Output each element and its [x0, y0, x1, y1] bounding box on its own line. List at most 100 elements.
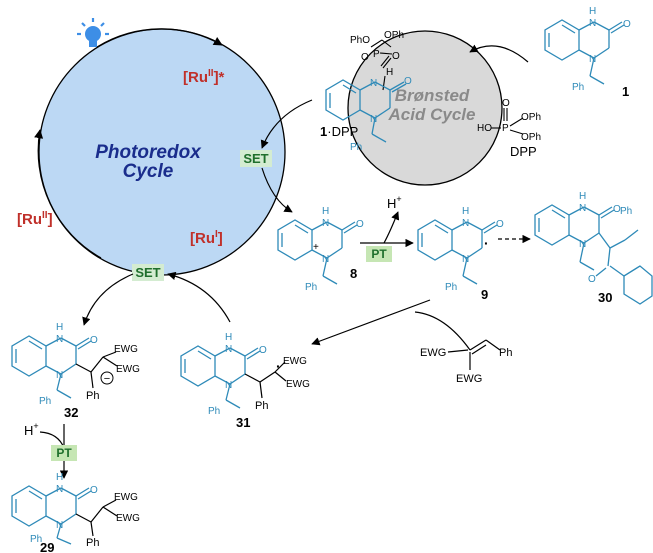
c30-h-label: H — [579, 191, 586, 202]
complex-n2-label: N — [370, 114, 377, 125]
set-badge-lower: SET — [132, 264, 164, 281]
dpp-free-oph2-label: OPh — [521, 132, 541, 143]
bronsted-label-line1: Brønsted — [395, 86, 470, 105]
label-compound-8: 8 — [350, 266, 357, 281]
complex-o-label: O — [404, 76, 412, 87]
c32-phenyl-label: Ph — [86, 390, 99, 402]
c30-o-label: O — [613, 204, 621, 215]
c31-ewg1-label: EWG — [283, 356, 307, 367]
photoredox-label-line2: Cycle — [123, 161, 174, 182]
c32-o-label: O — [90, 335, 98, 346]
alkene-ewg1-label: EWG — [420, 347, 446, 359]
c31-sidechain — [244, 361, 287, 399]
hplus-consumed: H+ — [24, 421, 39, 438]
c32-anion-sign: − — [104, 373, 110, 385]
photoredox-label-line1: Photoredox — [95, 142, 202, 163]
dpp-h-label: H — [386, 67, 393, 78]
label-compound-32: 32 — [64, 405, 78, 420]
c31-ewg2-label: EWG — [286, 379, 310, 390]
c9-radical-dot: · — [484, 235, 489, 251]
c1-ph-label: Ph — [572, 82, 584, 93]
c31-radical-dot: · — [276, 358, 281, 374]
arc-arrow-return — [34, 129, 102, 259]
c31-o-label: O — [259, 345, 267, 356]
complex-ph-label: Ph — [350, 142, 362, 153]
ru-reduced-label: [RuI] — [190, 229, 223, 247]
pt-badge-lower: PT — [51, 445, 77, 461]
hplus-released: H+ — [387, 194, 402, 211]
dpp-o2-label: O — [392, 51, 400, 62]
c32-n2-label: N — [56, 370, 63, 381]
arc-arrow-excitation — [96, 28, 223, 48]
dpp-free-p-label: P — [502, 123, 509, 134]
c29-ewg1-label: EWG — [114, 492, 138, 503]
c31-n-label: N — [225, 344, 232, 355]
c1-n2-label: N — [589, 54, 596, 65]
c32-sidechain — [75, 351, 118, 389]
c8-h-label: H — [322, 206, 329, 217]
dpp-free-ho-label: HO — [477, 123, 492, 134]
label-compound-1: 1 — [622, 84, 629, 99]
arrow-9-to-31 — [311, 299, 431, 346]
dpp-free — [491, 108, 524, 135]
dpp-pho-label: PhO — [350, 35, 370, 46]
structure-29 — [11, 485, 92, 545]
c31-h-label: H — [225, 332, 232, 343]
c31-n2-label: N — [225, 380, 232, 391]
c30-ph-label: Ph — [620, 206, 632, 217]
structure-1 — [544, 19, 625, 85]
c8-ph-label: Ph — [305, 282, 317, 293]
arrow-set-to-32 — [82, 273, 134, 326]
c29-n2-label: N — [56, 520, 63, 531]
c9-h-label: H — [462, 206, 469, 217]
structure-8 — [277, 219, 358, 285]
label-1-dpp: 1·DPP — [320, 124, 358, 139]
svg-text:PT: PT — [56, 446, 72, 460]
structure-30 — [534, 204, 653, 305]
c31-phenyl-label: Ph — [255, 400, 268, 412]
bronsted-label-line2: Acid Cycle — [388, 105, 476, 124]
c32-ewg2-label: EWG — [116, 364, 140, 375]
c32-h-label: H — [56, 322, 63, 333]
c29-n-label: N — [56, 484, 63, 495]
c1-h-label: H — [589, 6, 596, 17]
c9-n2-label: N — [462, 254, 469, 265]
c8-plus-label: + — [313, 242, 319, 253]
structure-32 — [11, 335, 92, 399]
c30-o2-label: O — [588, 274, 596, 285]
arrow-complex-to-set — [260, 99, 313, 149]
light-bulb-icon — [77, 18, 109, 47]
dpp-free-oph1-label: OPh — [521, 112, 541, 123]
dpp-oph-label: OPh — [384, 30, 404, 41]
c9-n-label: N — [462, 218, 469, 229]
arrow-31-to-set — [167, 271, 231, 323]
c30-n-label: N — [579, 203, 586, 214]
c31-ph-label: Ph — [208, 406, 220, 417]
label-compound-30: 30 — [598, 290, 612, 305]
c1-o-label: O — [623, 19, 631, 30]
ru-excited-label: [RuII]* — [183, 68, 225, 86]
dpp-free-label: DPP — [510, 144, 537, 159]
arrow-1-into-cycle — [469, 44, 529, 63]
c9-ph-label: Ph — [445, 282, 457, 293]
complex-n-label: N — [370, 78, 377, 89]
c32-anion-circle — [100, 371, 114, 385]
alkene-ewg2-label: EWG — [456, 373, 482, 385]
c29-h-label: H — [56, 472, 63, 483]
pt-badge-upper: PT — [366, 246, 392, 262]
c32-ph-label: Ph — [39, 396, 51, 407]
c29-o-label: O — [90, 485, 98, 496]
label-compound-29: 29 — [40, 540, 54, 553]
c29-ph-label: Ph — [30, 534, 42, 545]
c32-ewg1-label: EWG — [114, 344, 138, 355]
arrow-alkene-in — [414, 311, 471, 351]
c8-n-label: N — [322, 218, 329, 229]
structure-1-dpp — [325, 79, 407, 143]
c30-n2-label: N — [579, 239, 586, 250]
c8-n2-label: N — [322, 254, 329, 265]
bronsted-acid-cycle — [347, 30, 503, 186]
dpp-bound — [370, 39, 393, 91]
svg-text:PT: PT — [371, 247, 387, 261]
c8-o-label: O — [356, 219, 364, 230]
